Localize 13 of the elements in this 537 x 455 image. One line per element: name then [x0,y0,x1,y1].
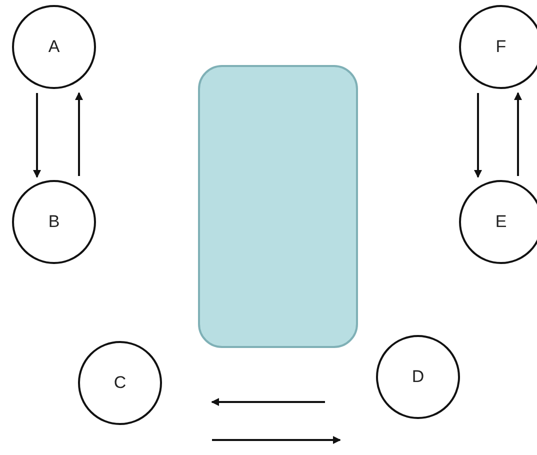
arrow [474,93,482,178]
node-label: C [114,373,126,393]
arrow [33,93,41,178]
node-label: B [48,212,60,232]
node-label: F [496,37,506,57]
arrow [75,92,83,176]
node-label: E [495,212,507,232]
arrow [514,92,522,176]
rounded-box [198,65,358,348]
arrow [211,398,325,406]
node-label: D [412,367,424,387]
arrow [212,436,341,444]
node-label: A [48,37,60,57]
